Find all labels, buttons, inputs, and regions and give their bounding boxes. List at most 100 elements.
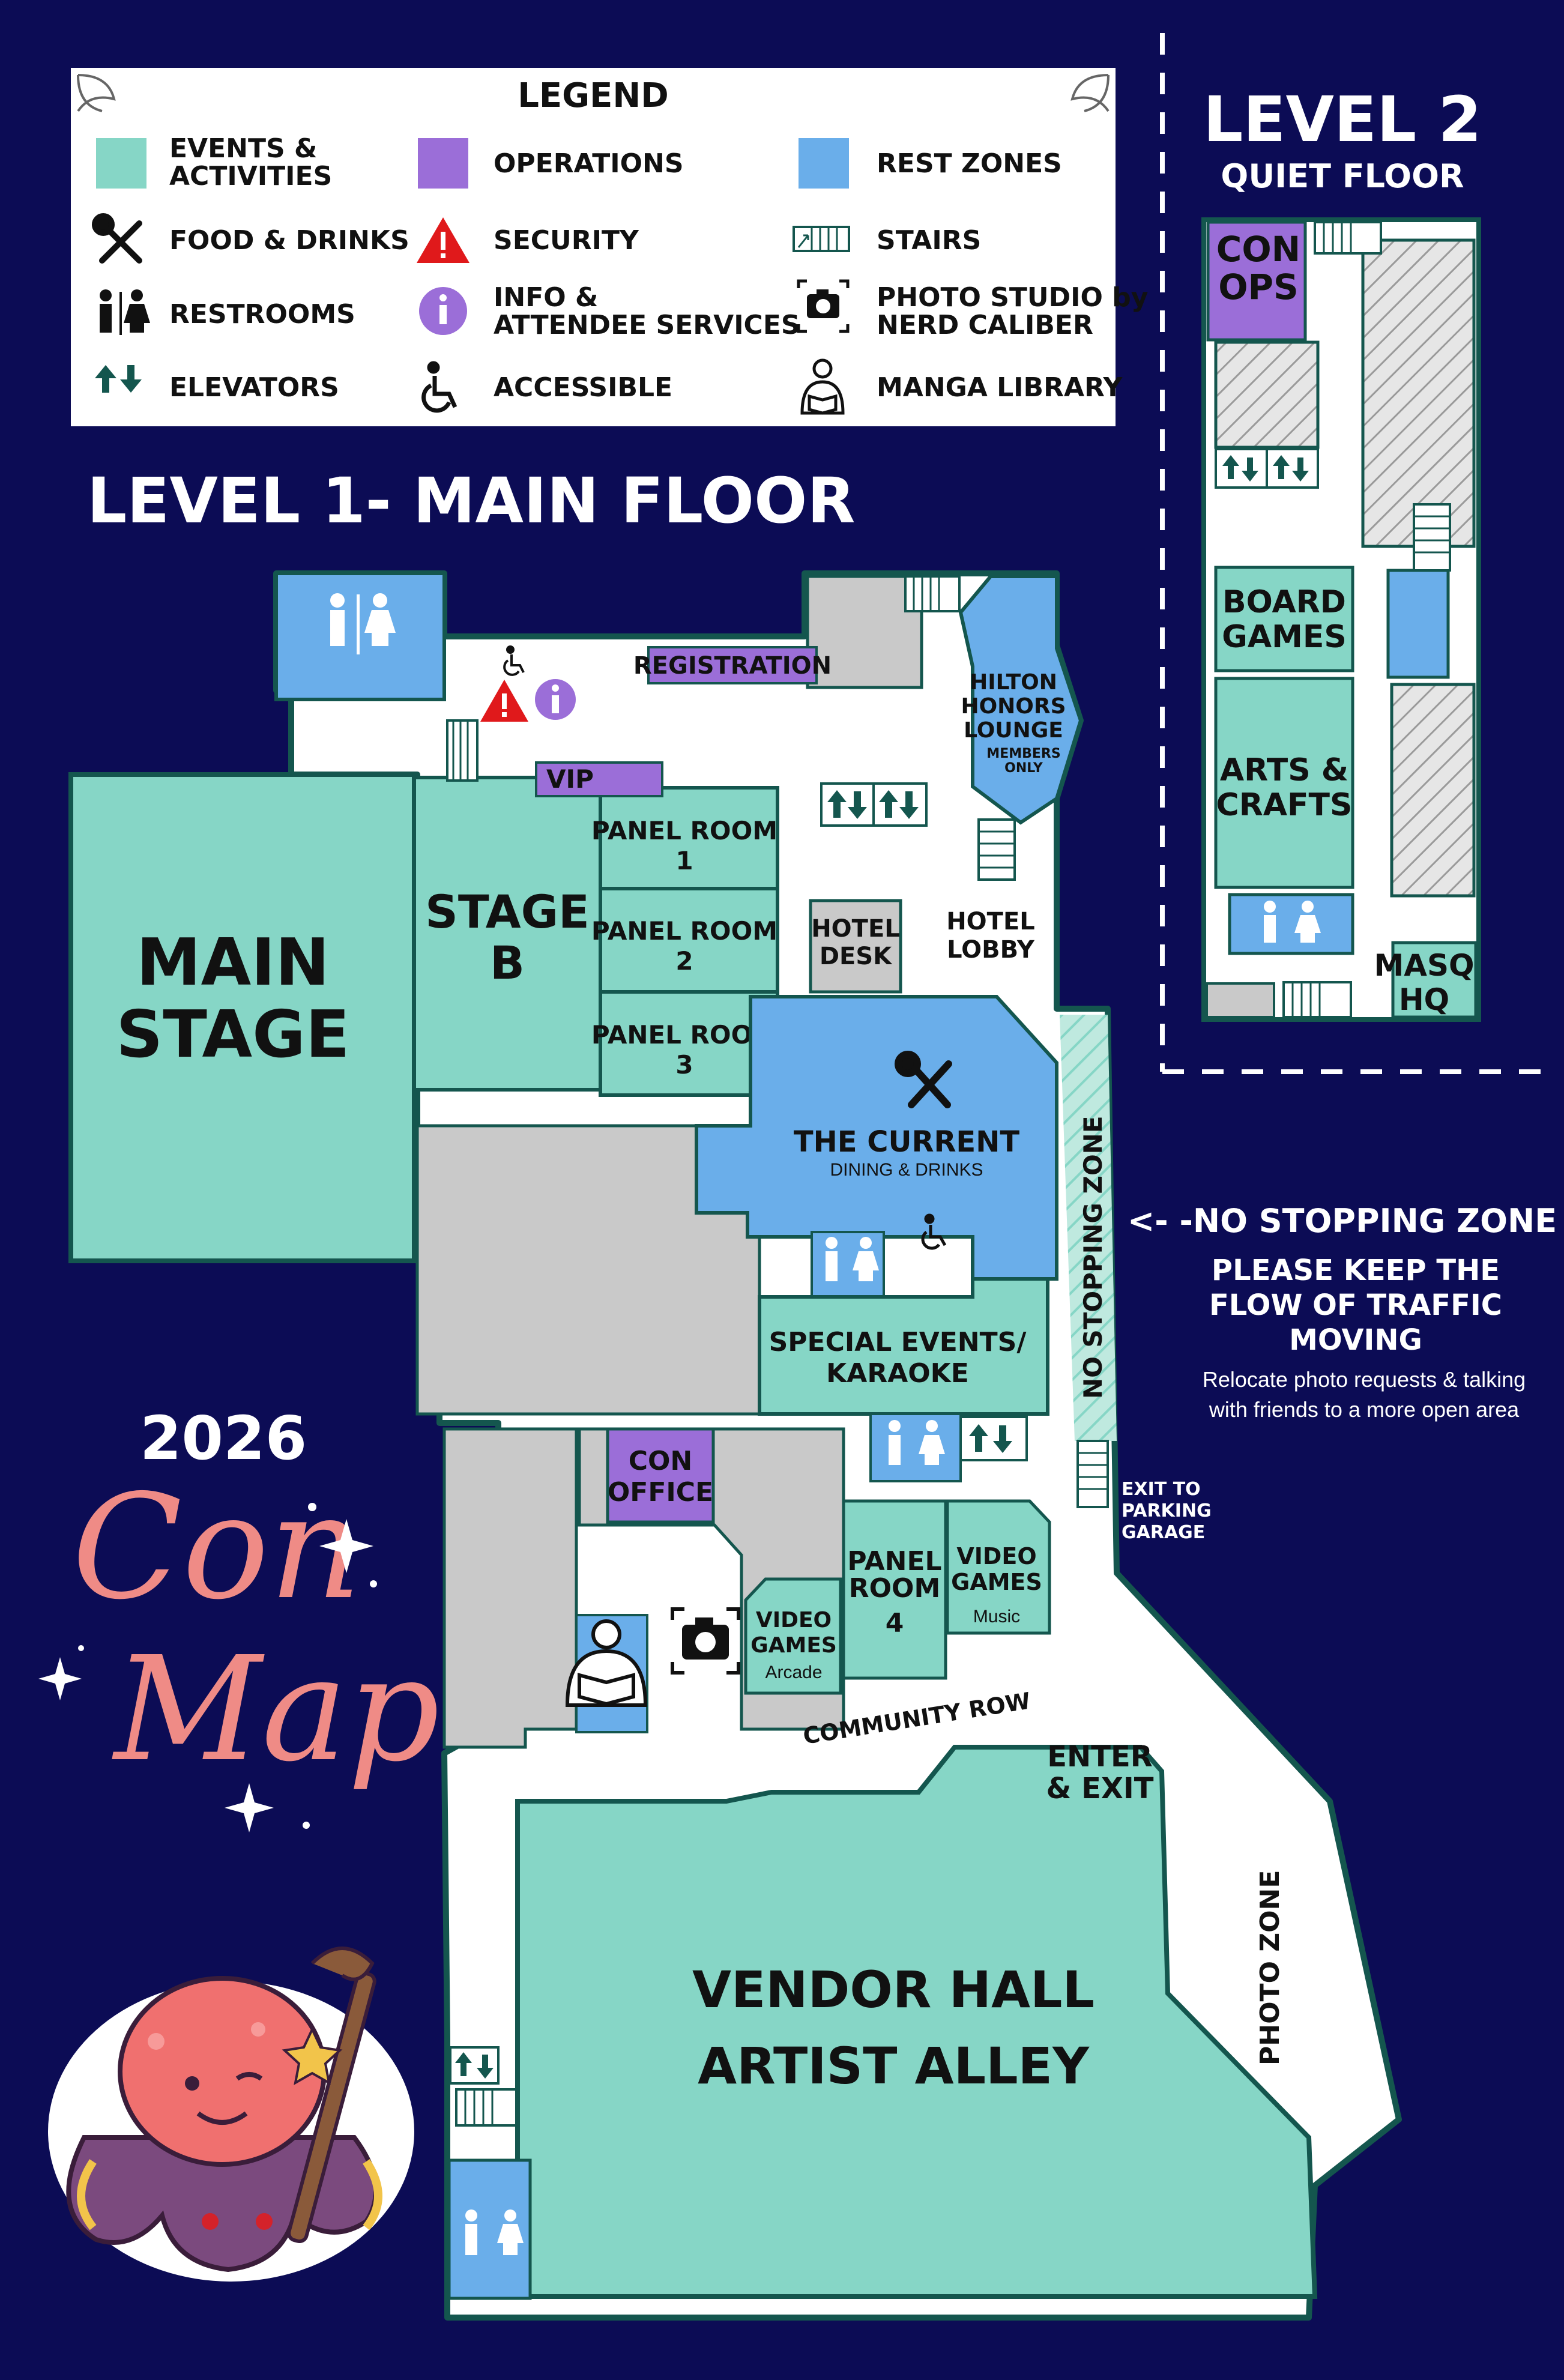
panel-room-1-label2: 1 <box>675 846 693 875</box>
no-stopping-zone <box>1060 1015 1117 1441</box>
notice-small2: with friends to a more open area <box>1209 1397 1520 1422</box>
level1-floor: MAIN STAGE STAGE B PANEL ROOM 1 PANEL RO… <box>68 570 1402 2321</box>
vip-label: VIP <box>546 764 594 794</box>
level2-stairs-icon <box>1314 221 1382 255</box>
legend-rest-label: REST ZONES <box>877 148 1062 179</box>
level1-title: LEVEL 1- MAIN FLOOR <box>87 464 855 537</box>
gray-storage-top <box>806 575 923 689</box>
elevator-icon-right <box>959 1416 1028 1461</box>
legend-food-label: FOOD & DRINKS <box>169 225 409 256</box>
restroom-icon <box>100 289 150 335</box>
accessible-icon-center <box>921 1213 947 1250</box>
operations-swatch <box>418 138 468 189</box>
rest-swatch <box>799 138 849 189</box>
video-games-arcade-room <box>744 1577 842 1695</box>
panel-room-4-label2: ROOM <box>849 1573 940 1604</box>
video-music-label1: VIDEO <box>956 1543 1036 1569</box>
main-stage-label2: STAGE <box>116 997 349 1072</box>
level2-subtitle: QUIET FLOOR <box>1221 157 1464 195</box>
accessible-icon-registration <box>503 645 525 676</box>
level2-stairs-icon-3 <box>1282 981 1352 1018</box>
legend-accessible-label: ACCESSIBLE <box>494 372 672 403</box>
level2-stairs-icon-2 <box>1413 503 1451 572</box>
con-ops-room <box>1206 220 1307 342</box>
the-current-label: THE CURRENT <box>794 1125 1020 1159</box>
photo-studio-camera-icon <box>671 1607 740 1675</box>
panel-room-1-label1: PANEL ROOM <box>591 816 777 845</box>
hilton-note2: ONLY <box>1004 761 1043 776</box>
legend-photo-label2: NERD CALIBER <box>877 310 1093 340</box>
video-arcade-label1: VIDEO <box>756 1608 832 1632</box>
arts-crafts-label2: CRAFTS <box>1216 787 1353 823</box>
legend-title: LEGEND <box>518 76 669 115</box>
registration-desk <box>647 646 818 684</box>
restroom-icon-center <box>811 1231 885 1299</box>
restroom-icon-right <box>869 1413 962 1482</box>
notice-line2: FLOW OF TRAFFIC <box>1209 1288 1502 1322</box>
exit-parking-label1: EXIT TO <box>1122 1479 1201 1500</box>
legend-elevators-label: ELEVATORS <box>169 372 339 403</box>
vendor-hall-label1: VENDOR HALL <box>692 1960 1094 2019</box>
mascot-octopus-wizard <box>48 1947 414 2282</box>
main-stage-room <box>68 772 417 1263</box>
exit-parking-label2: PARKING <box>1122 1500 1212 1521</box>
vendor-hall-room <box>515 1745 1318 2299</box>
board-games-label1: BOARD <box>1222 584 1346 620</box>
legend-events-label1: EVENTS & <box>169 133 317 164</box>
fork-knife-icon-dining <box>895 1051 952 1108</box>
legend-stairs-label: STAIRS <box>877 225 981 256</box>
stairs-icon-registration <box>446 719 479 782</box>
sparkle-icon <box>38 1503 377 1832</box>
elevator-icon-vendor <box>449 2046 500 2085</box>
panel-room-1 <box>599 786 779 890</box>
no-stopping-notice: <- -NO STOPPING ZONE PLEASE KEEP THE FLO… <box>1128 1202 1557 1422</box>
enter-exit-label1: ENTER <box>1047 1740 1152 1774</box>
hilton-label1: HILTON <box>970 670 1057 695</box>
stage-b-room <box>412 776 602 1092</box>
enter-exit-label2: & EXIT <box>1046 1772 1154 1805</box>
hotel-desk-label1: HOTEL <box>811 915 900 943</box>
stairs-icon-exit <box>1076 1440 1109 1508</box>
hilton-note1: MEMBERS <box>986 746 1060 761</box>
level2-gray-block <box>1206 982 1275 1018</box>
panel-room-4-label1: PANEL <box>847 1546 941 1577</box>
level2-elevator-icon <box>1215 448 1319 489</box>
registration-label: REGISTRATION <box>633 652 832 680</box>
main-stage-label1: MAIN <box>136 925 330 1000</box>
special-events-label2: KARAOKE <box>826 1358 969 1389</box>
legend-restrooms-label: RESTROOMS <box>169 299 355 330</box>
con-office-room <box>606 1427 715 1524</box>
board-games-room <box>1214 566 1354 672</box>
hotel-lobby-label1: HOTEL <box>946 908 1035 935</box>
fork-knife-icon <box>92 213 142 264</box>
panel-room-2 <box>599 887 779 994</box>
manga-library-reader-icon <box>565 1619 648 1707</box>
stairs-icon <box>793 226 850 252</box>
level2-floor: CON OPS BOARD GAMES ARTS & CRAFTS <box>1201 217 1481 1022</box>
hilton-label2: HONORS <box>961 694 1066 719</box>
brand-map-word: Map <box>112 1625 439 1793</box>
camera-icon <box>797 279 850 333</box>
restroom-icon-top-left <box>330 593 396 654</box>
level2-rest-zone <box>1386 569 1450 679</box>
legend-events-label2: ACTIVITIES <box>169 161 332 192</box>
wheelchair-icon <box>421 361 457 413</box>
legend-operations-label: OPERATIONS <box>494 148 684 179</box>
notice-small1: Relocate photo requests & talking <box>1203 1367 1526 1392</box>
notice-arrow-label: <- -NO STOPPING ZONE <box>1128 1202 1557 1240</box>
legend-info-label1: INFO & <box>494 282 598 313</box>
video-music-label2: GAMES <box>951 1569 1042 1595</box>
info-desk-icon <box>535 679 576 720</box>
hilton-label3: LOUNGE <box>964 718 1063 743</box>
level2-restroom-icon <box>1228 893 1354 955</box>
special-events-room <box>758 1277 1049 1416</box>
con-ops-label2: OPS <box>1218 267 1299 307</box>
special-events-label1: SPECIAL EVENTS/ <box>769 1327 1027 1358</box>
restroom-top-left <box>274 572 446 701</box>
arts-crafts-label1: ARTS & <box>1220 752 1348 788</box>
brand-year: 2026 <box>140 1403 307 1473</box>
board-games-label2: GAMES <box>1222 619 1347 655</box>
notice-line3: MOVING <box>1289 1323 1422 1357</box>
corner-ornament-icon <box>77 74 1110 112</box>
hotel-lobby-label2: LOBBY <box>947 936 1035 964</box>
